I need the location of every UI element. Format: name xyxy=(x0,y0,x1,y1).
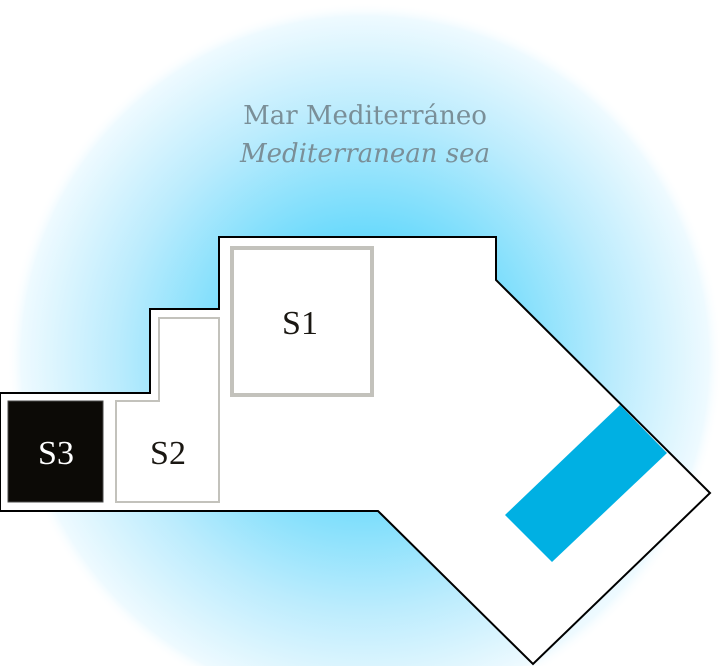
zone-s1[interactable]: S1 xyxy=(230,246,374,397)
sea-label-english: Mediterranean sea xyxy=(239,139,490,169)
zone-s2-label: S2 xyxy=(150,435,186,472)
pool-area[interactable] xyxy=(505,405,667,562)
zone-s1-label: S1 xyxy=(282,305,318,342)
zone-s3-label: S3 xyxy=(38,435,74,472)
sea-label-spanish: Mar Mediterráneo xyxy=(243,101,487,131)
zone-s2[interactable]: S2 xyxy=(115,317,220,503)
zone-s3[interactable]: S3 xyxy=(7,400,104,503)
